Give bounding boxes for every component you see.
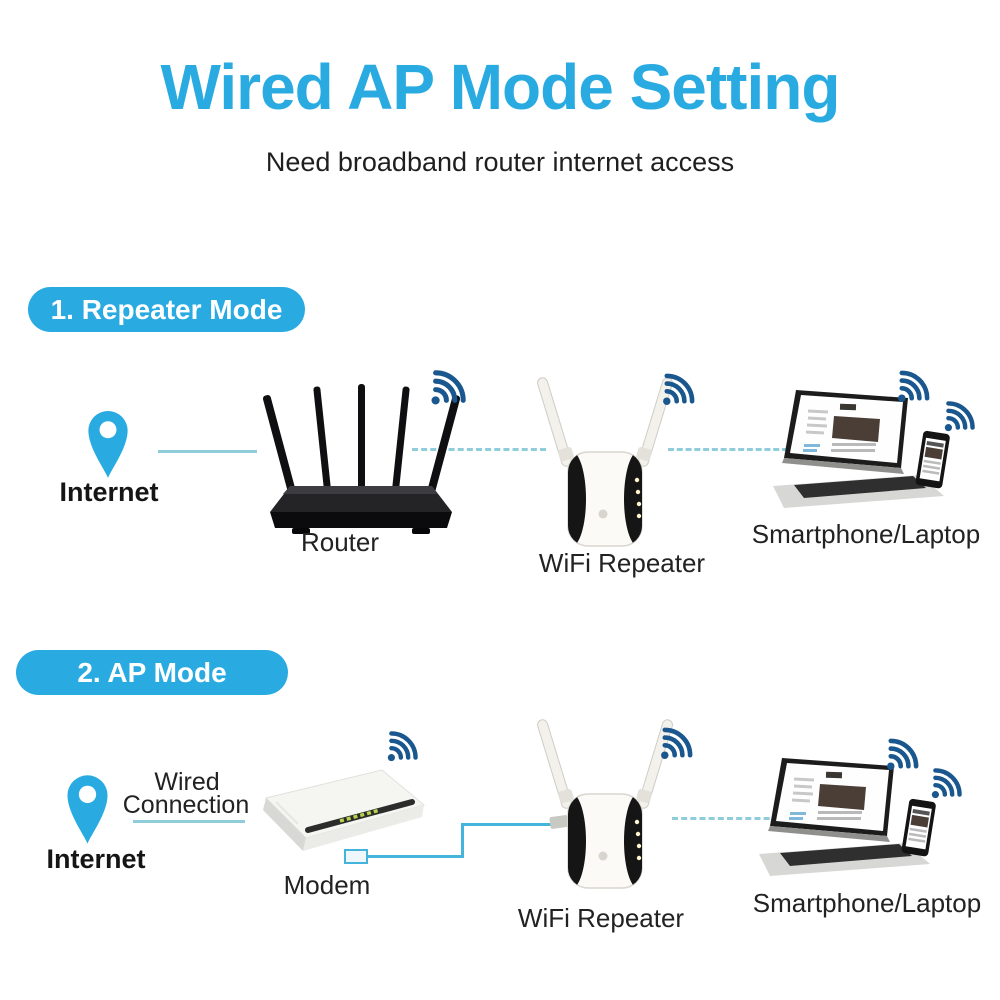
ethernet-wire [461,823,566,826]
wifi-signal-icon [893,363,937,407]
modem-illustration [242,750,434,868]
badge-ap-mode: 2. AP Mode [16,650,288,695]
wifi-signal-icon [940,394,982,436]
wifi-signal-icon [383,724,425,766]
clients-label: Smartphone/Laptop [752,888,982,918]
wifi-repeater-illustration [537,710,673,892]
wifi-signal-icon [426,362,474,410]
connection-line [133,820,245,823]
router-label: Router [300,527,380,557]
clients-label: Smartphone/Laptop [751,519,981,549]
badge-repeater-mode: 1. Repeater Mode [28,287,305,332]
wifi-signal-icon [658,366,702,410]
ethernet-wire [366,855,464,858]
location-pin-icon [83,405,133,483]
wireless-link-dashed-line [412,448,546,451]
wired-connection-label-line1: Wired [154,768,220,796]
wireless-link-dashed-line [672,817,788,820]
wifi-repeater-illustration [537,368,673,550]
location-pin-icon [62,770,113,848]
connection-line [158,450,257,453]
internet-label: Internet [46,844,146,874]
wireless-link-dashed-line [668,448,788,451]
wifi-signal-icon [882,731,926,775]
laptop-smartphone-illustration [770,386,962,510]
laptop-smartphone-illustration [756,754,948,878]
ethernet-wire [461,823,464,858]
wifi-repeater-label: WiFi Repeater [517,903,685,933]
page-title: Wired AP Mode Setting [160,51,841,123]
modem-label: Modem [283,870,371,900]
page-subtitle: Need broadband router internet access [265,147,735,177]
ethernet-port-connector [344,849,368,864]
wifi-signal-icon [656,720,700,764]
internet-label: Internet [59,477,159,507]
router-illustration [260,384,462,546]
wifi-signal-icon [927,761,969,803]
wired-connection-label-line2: Connection [122,791,250,819]
wifi-repeater-label: WiFi Repeater [538,548,706,578]
